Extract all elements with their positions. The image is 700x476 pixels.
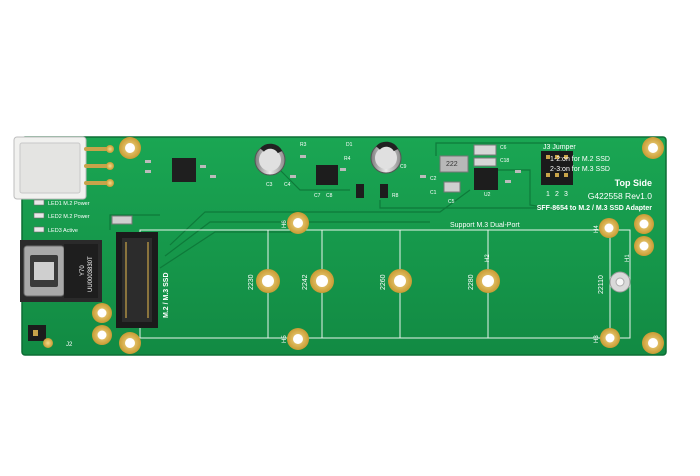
j2-label: J2 <box>66 342 73 348</box>
cap-c5: C5 <box>448 199 455 205</box>
board-description-label: SFF-8654 to M.2 / M.3 SSD Adapter <box>537 205 653 212</box>
led2-label: LED2 M.2 Power <box>48 214 90 220</box>
jumper-line-2: 2-3:on for M.3 SSD <box>550 166 610 173</box>
j3-jumper-header <box>541 151 573 185</box>
sff-8654-connector <box>20 240 102 302</box>
hole-h1: H1 <box>625 254 631 262</box>
length-22110: 22110 <box>598 275 605 294</box>
m2-slot <box>116 232 158 328</box>
hole-h2: H2 <box>485 254 491 262</box>
board-side-label: Top Side <box>615 178 652 188</box>
cap-c7: C7 <box>314 193 321 199</box>
led1-label: LED1 M.2 Power <box>48 201 90 207</box>
length-2260: 2260 <box>380 274 387 290</box>
diode-d1: D1 <box>346 142 353 148</box>
connector-code: UU0003830T <box>88 256 94 292</box>
led3-label: LED3 Active <box>48 228 78 234</box>
j2-connector <box>28 325 53 348</box>
length-2280: 2280 <box>468 274 475 290</box>
resistor-r3: R3 <box>300 142 307 148</box>
power-connector <box>13 136 114 200</box>
led-indicators <box>33 199 45 233</box>
components <box>111 144 521 225</box>
pcb-traces <box>109 142 561 269</box>
resistor-r8: R8 <box>392 193 399 199</box>
cap-c18: C18 <box>500 158 509 164</box>
hole-h6: H6 <box>282 220 288 228</box>
jumper-pin-2: 2 <box>555 191 559 198</box>
ic-u2: U2 <box>484 192 491 198</box>
connector-sub: Y70 <box>80 265 86 276</box>
mounting-holes <box>92 137 664 354</box>
resistor-r4: R4 <box>344 156 351 162</box>
jumper-pin-1: 1 <box>546 191 550 198</box>
cap-c6: C6 <box>500 145 507 151</box>
slot-label: M.2 / M.3 SSD <box>163 272 170 318</box>
cap-c9: C9 <box>400 164 407 170</box>
cap-c4: C4 <box>284 182 291 188</box>
cap-c1: C1 <box>430 190 437 196</box>
jumper-pin-3: 3 <box>564 191 568 198</box>
length-2230: 2230 <box>248 274 255 290</box>
cap-c8: C8 <box>326 193 333 199</box>
support-label: Support M.3 Dual-Port <box>450 222 520 229</box>
inductor-marking: 222 <box>446 161 458 168</box>
hole-h5: H5 <box>282 335 288 343</box>
cap-c2: C2 <box>430 176 437 182</box>
jumper-title: J3 Jumper <box>543 144 576 151</box>
board-model-label: G422558 Rev1.0 <box>588 191 653 201</box>
jumper-line-1: 1-2:on for M.2 SSD <box>550 156 610 163</box>
hole-h3: H3 <box>594 335 600 343</box>
length-2242: 2242 <box>302 274 309 290</box>
hole-h4: H4 <box>594 225 600 233</box>
cap-c3: C3 <box>266 182 273 188</box>
electrolytic-capacitors <box>254 141 402 176</box>
